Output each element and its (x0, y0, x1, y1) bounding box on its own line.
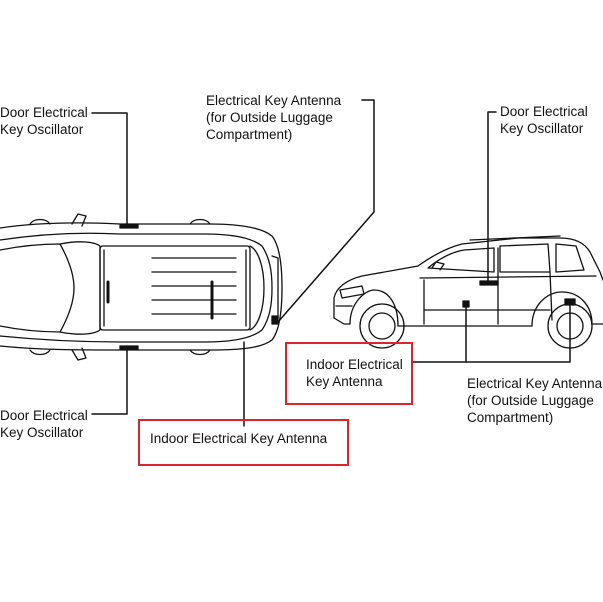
label-line: Electrical Key Antenna (206, 93, 342, 108)
label-line: (for Outside Luggage (467, 393, 594, 408)
label-right-luggage-antenna: Electrical Key Antenna (for Outside Lugg… (467, 375, 603, 426)
label-line: Key Oscillator (500, 121, 584, 136)
leader-lines (91, 99, 571, 427)
label-line: Door Electrical (0, 408, 88, 423)
label-line: Indoor Electrical (306, 357, 403, 372)
highlight-box-indoor-antenna-top (138, 419, 349, 466)
top-view-vehicle (0, 213, 283, 361)
label-bottom-left-door-oscillator: Door Electrical Key Oscillator (0, 407, 88, 441)
label-line: Compartment) (206, 127, 293, 142)
side-view-vehicle (333, 235, 603, 349)
label-right-door-oscillator: Door Electrical Key Oscillator (500, 103, 588, 137)
label-indoor-antenna-top-view: Indoor Electrical Key Antenna (150, 430, 327, 447)
label-line: Electrical Key Antenna (467, 376, 603, 391)
label-right-indoor-antenna: Indoor Electrical Key Antenna (306, 356, 403, 390)
label-line: Door Electrical (500, 104, 588, 119)
label-line: Key Antenna (306, 374, 383, 389)
label-line: Key Oscillator (0, 122, 84, 137)
label-line: Key Oscillator (0, 425, 84, 440)
label-line: Compartment) (467, 410, 554, 425)
label-line: Door Electrical (0, 105, 88, 120)
label-line: Indoor Electrical Key Antenna (150, 431, 328, 446)
highlight-box-indoor-antenna-side (285, 342, 413, 405)
label-top-left-door-oscillator: Door Electrical Key Oscillator (0, 104, 88, 138)
label-line: (for Outside Luggage (206, 110, 333, 125)
label-top-luggage-antenna: Electrical Key Antenna (for Outside Lugg… (206, 92, 341, 143)
